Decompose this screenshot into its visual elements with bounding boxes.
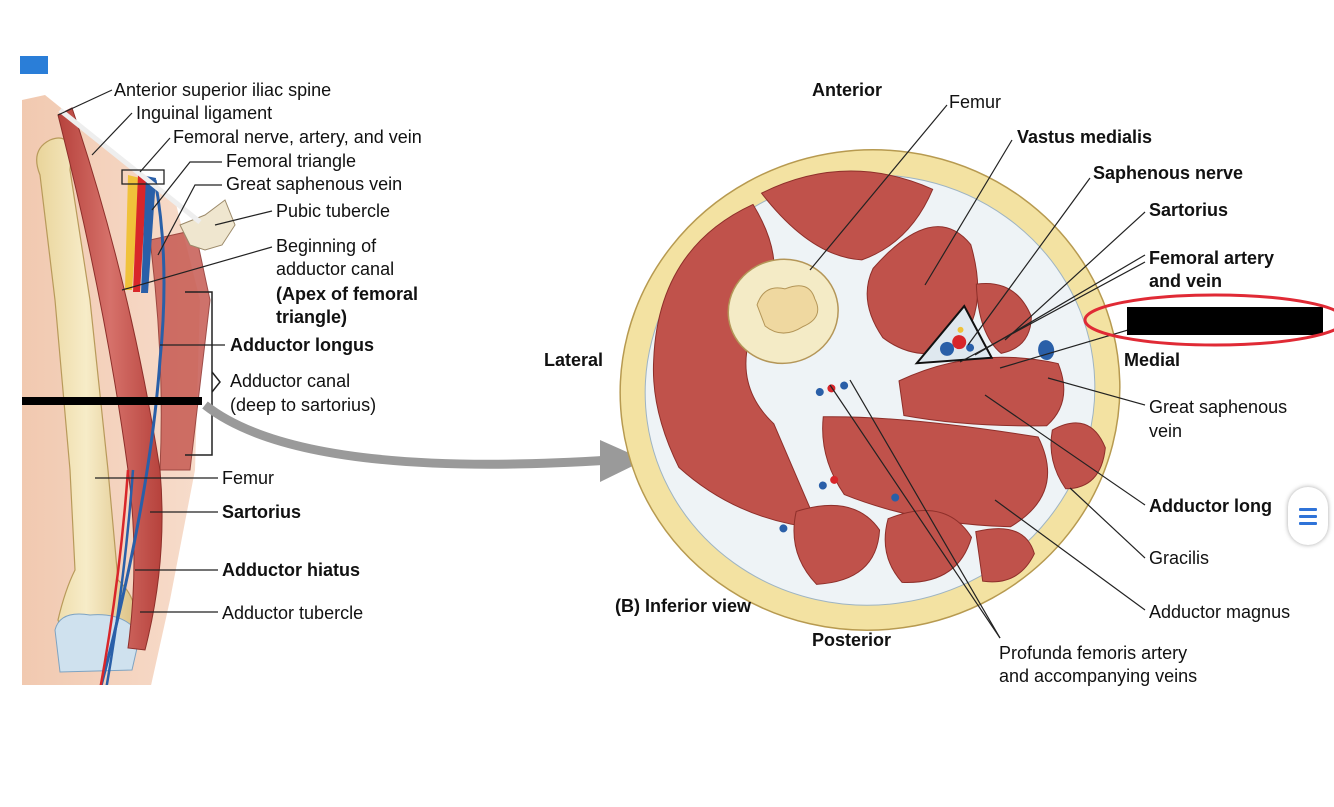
vastus-intermedius	[760, 170, 934, 261]
hamburger-menu-icon	[1299, 506, 1317, 527]
adductor-magnus-section	[822, 416, 1049, 528]
label-gsv-right-line2: vein	[1149, 421, 1183, 441]
label-adductor-hiatus: Adductor hiatus	[222, 560, 360, 580]
label-saphenous-nerve: Saphenous nerve	[1093, 163, 1244, 183]
label-sartorius-right: Sartorius	[1149, 200, 1229, 220]
label-apex-line2: triangle)	[276, 307, 348, 327]
hamstring-3	[975, 528, 1035, 583]
label-lateral: Lateral	[544, 350, 604, 370]
adductor-canal-bracket	[185, 291, 213, 456]
redaction-bar	[1127, 307, 1323, 335]
label-pubic-tubercle: Pubic tubercle	[276, 201, 391, 221]
saphenous-nerve-dot	[957, 326, 964, 333]
label-adductor-canal-line1: Adductor canal	[230, 371, 351, 391]
section-line	[22, 397, 202, 405]
section-arrow-head	[600, 440, 645, 482]
sartorius-muscle	[57, 107, 163, 651]
label-beginning-line1: Beginning of	[276, 236, 377, 256]
label-femoral-nav: Femoral nerve, artery, and vein	[173, 127, 422, 147]
label-adductor-tubercle: Adductor tubercle	[222, 603, 364, 623]
inguinal-ligament	[58, 108, 202, 224]
vastus-lateralis	[652, 203, 820, 530]
corner-fade	[15, 685, 165, 695]
femoral-triangle-bracket	[121, 169, 165, 185]
hamstring-1	[793, 504, 881, 585]
floating-menu-button[interactable]	[1288, 487, 1328, 545]
label-gracilis: Gracilis	[1149, 548, 1210, 568]
left-leader-lines	[57, 89, 273, 613]
label-inferior-view: (B) Inferior view	[615, 596, 752, 616]
pubic-tubercle	[179, 199, 236, 251]
label-adductor-longus-right: Adductor long	[1149, 496, 1272, 516]
label-vastus-medialis: Vastus medialis	[1017, 127, 1153, 147]
corner-badge	[20, 56, 48, 74]
label-femoral-av-line2: and vein	[1149, 271, 1223, 291]
label-profunda-line1: Profunda femoris artery	[999, 643, 1188, 663]
highlight-circle	[1083, 293, 1334, 347]
label-inguinal-ligament: Inguinal ligament	[136, 103, 273, 123]
label-femoral-triangle: Femoral triangle	[226, 151, 357, 171]
label-femur-left: Femur	[222, 468, 275, 488]
thigh-illustration	[20, 56, 236, 691]
great-saphenous-vein-left	[98, 179, 166, 691]
label-sartorius-left: Sartorius	[222, 502, 302, 522]
label-apex-line1: (Apex of femoral	[276, 284, 419, 304]
label-medial: Medial	[1124, 350, 1181, 370]
profunda-vessel-1	[815, 388, 824, 397]
knee-cartilage	[54, 613, 141, 673]
label-adductor-longus: Adductor longus	[230, 335, 374, 355]
label-femoral-av-line1: Femoral artery	[1149, 248, 1275, 268]
label-great-saphenous-vein: Great saphenous vein	[226, 174, 403, 194]
cross-section	[619, 149, 1121, 631]
right-leader-lines	[809, 104, 1146, 639]
label-anterior: Anterior	[812, 80, 883, 100]
label-posterior: Posterior	[812, 630, 892, 650]
label-adductor-canal-line2: (deep to sartorius)	[230, 395, 377, 415]
section-arrow	[202, 401, 611, 469]
femoral-vein-dot	[940, 341, 955, 356]
label-profunda-line2: and accompanying veins	[999, 666, 1198, 686]
distal-vessels	[98, 469, 130, 691]
femoral-vessels	[125, 175, 140, 290]
label-gsv-right-line1: Great saphenous	[1149, 397, 1288, 417]
label-femur-right: Femur	[949, 92, 1002, 112]
label-asis: Anterior superior iliac spine	[114, 80, 332, 100]
label-beginning-line2: adductor canal	[276, 259, 395, 279]
marrow	[756, 285, 819, 334]
gracilis-section	[1050, 422, 1106, 490]
femoral-artery-dot	[952, 335, 967, 350]
label-adductor-magnus: Adductor magnus	[1149, 602, 1291, 622]
